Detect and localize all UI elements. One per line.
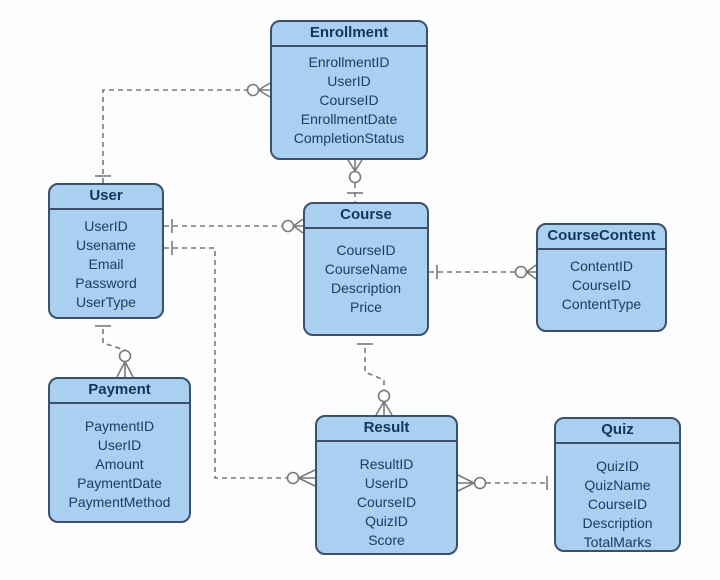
entity-coursecontent-title: CourseContent [538,225,665,250]
field-paymentdate: PaymentDate [77,475,162,491]
field-courseid: CourseID [319,92,379,108]
entity-payment-title: Payment [50,379,189,404]
field-price: Price [350,299,382,315]
field-password: Password [75,275,137,291]
field-enrollmentdate: EnrollmentDate [300,111,398,127]
entity-user-fields: UserID Usename Email Password UserType [50,210,162,312]
entity-payment-fields: PaymentID UserID Amount PaymentDate Paym… [50,404,189,512]
entity-user-title: User [50,185,162,210]
field-usename: Usename [76,237,136,253]
entity-result-fields: ResultID UserID CourseID QuizID Score [317,442,456,550]
entity-result-title: Result [317,417,456,442]
relationship-user-payment [95,325,134,378]
entity-course-fields: CourseID CourseName Description Price [305,229,427,317]
entity-course-title: Course [305,204,427,229]
entity-enrollment-fields: EnrollmentID UserID CourseID EnrollmentD… [272,47,426,148]
entity-quiz[interactable]: Quiz QuizID QuizName CourseID Descriptio… [554,417,681,552]
relationship-user-result [164,241,316,487]
field-usertype: UserType [76,294,136,310]
field-userid: UserID [327,73,371,89]
relationship-user-course [164,218,304,234]
entity-user[interactable]: User UserID Usename Email Password UserT… [48,183,164,319]
field-courseid: CourseID [571,277,632,293]
relationship-quiz-result [457,474,548,492]
field-description: Description [582,515,653,531]
entity-result[interactable]: Result ResultID UserID CourseID QuizID S… [315,415,458,555]
field-totalmarks: TotalMarks [583,534,652,550]
relationship-user-enrollment [95,82,271,183]
field-description: Description [330,280,402,296]
entity-payment[interactable]: Payment PaymentID UserID Amount PaymentD… [48,377,191,523]
relationship-course-enrollment [347,159,363,202]
field-completionstatus: CompletionStatus [293,130,405,146]
field-userid: UserID [97,437,142,453]
entity-coursecontent-fields: ContentID CourseID ContentType [538,250,665,314]
entity-enrollment[interactable]: Enrollment EnrollmentID UserID CourseID … [270,20,428,160]
field-paymentid: PaymentID [84,418,155,434]
relationship-course-result [357,343,393,416]
entity-coursecontent[interactable]: CourseContent ContentID CourseID Content… [536,223,667,332]
field-courseid: CourseID [587,496,648,512]
entity-quiz-fields: QuizID QuizName CourseID Description Tot… [556,444,679,550]
field-contentid: ContentID [569,258,634,274]
field-quizid: QuizID [365,513,408,529]
field-quizid: QuizID [596,458,639,474]
entity-enrollment-title: Enrollment [272,22,426,47]
field-coursename: CourseName [324,261,408,277]
field-score: Score [368,532,405,548]
field-resultid: ResultID [359,456,414,472]
entity-course[interactable]: Course CourseID CourseName Description P… [303,202,429,336]
relationship-course-coursecontent [429,264,537,280]
field-quizname: QuizName [584,477,651,493]
field-paymentmethod: PaymentMethod [68,494,171,510]
field-amount: Amount [95,456,144,472]
entity-quiz-title: Quiz [556,419,679,444]
field-courseid: CourseID [336,242,396,258]
field-email: Email [88,256,124,272]
field-enrollmentid: EnrollmentID [308,54,390,70]
field-userid: UserID [84,218,128,234]
field-userid: UserID [364,475,409,491]
field-contenttype: ContentType [561,296,642,312]
field-courseid: CourseID [356,494,417,510]
